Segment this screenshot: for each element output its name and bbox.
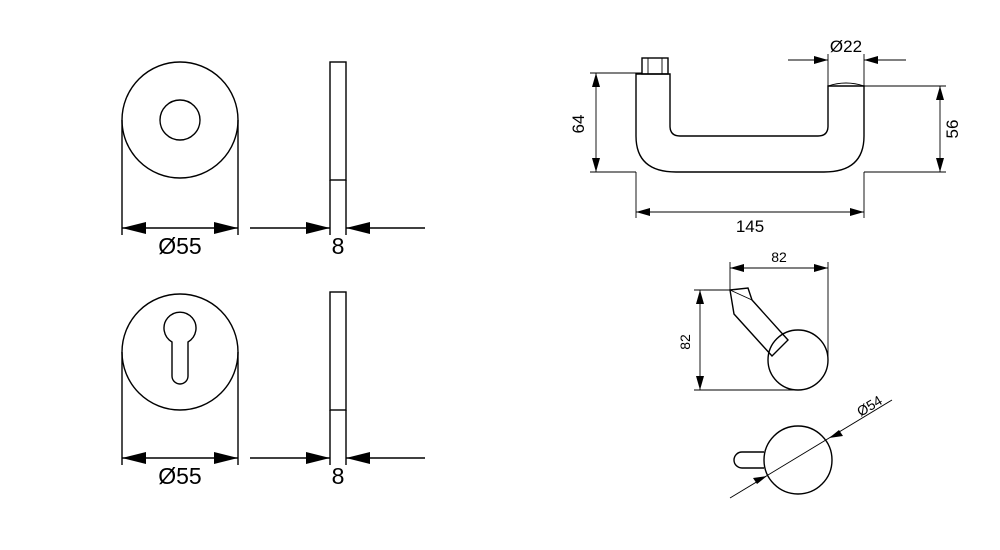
thickness-label: 8 [332,463,345,489]
arrow-head [864,56,878,64]
arrow-head [696,290,704,304]
arrow-head [753,476,767,484]
diameter-label: Ø54 [854,392,885,419]
arrow-head [592,158,600,172]
length-label: 145 [736,217,764,236]
handle-neck [729,287,789,358]
arrow-head [214,222,238,234]
handle-knob-top [763,425,833,495]
handle-side-view: 82 82 [677,249,829,391]
arrow-head [306,452,330,464]
arrow-head [346,452,370,464]
rosette-outline [121,293,239,411]
arrow-head [829,430,843,438]
arrow-head [936,86,944,100]
height-label: 82 [677,334,693,350]
width-label: 82 [771,249,787,265]
height-left-label: 64 [569,115,588,134]
rosette-profile [329,61,347,181]
handle-top-view: Ø54 [729,392,893,499]
arrow-head [850,208,864,216]
handle-outline [635,73,865,173]
thickness-label: 8 [332,233,345,259]
handle-stub [733,451,764,469]
handle-front-view: Ø22 64 56 145 [569,37,962,236]
arrow-head [730,264,744,272]
arrow-head [636,208,650,216]
rosette-round-side-view: 8 [250,61,425,259]
profile-cylinder-cutout [163,311,197,385]
rosette-profile [329,291,347,411]
rosette-hole [159,99,201,141]
rosette-cylinder-side-view: 8 [250,291,425,489]
handle-knob [767,329,829,391]
arrow-head [122,452,146,464]
arrow-head [306,222,330,234]
arrow-head [122,222,146,234]
arrow-head [346,222,370,234]
arrow-head [696,376,704,390]
arrow-head [814,264,828,272]
rosette-cylinder-front-view: Ø55 [121,293,239,489]
arrow-head [936,158,944,172]
rosette-outline [121,61,239,179]
diameter-label: Ø55 [158,463,201,489]
diameter-label: Ø55 [158,233,201,259]
arrow-head [592,73,600,87]
spindle [641,57,669,75]
rosette-round-front-view: Ø55 [121,61,239,259]
arrow-head [214,452,238,464]
height-right-label: 56 [943,120,962,139]
bar-diameter-label: Ø22 [830,37,862,56]
arrow-head [814,56,828,64]
